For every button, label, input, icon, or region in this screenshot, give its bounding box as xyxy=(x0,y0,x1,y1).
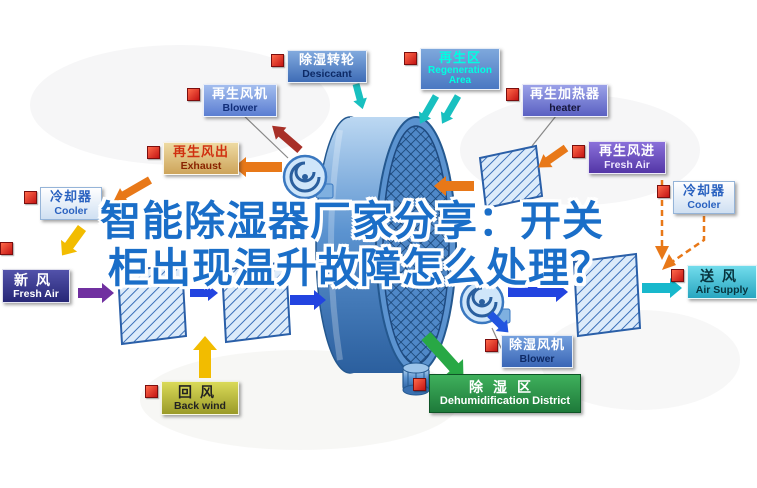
arrow-process-mid xyxy=(190,285,218,301)
heat-exchanger-supply xyxy=(572,252,642,338)
regen-fresh-en: Fresh Air xyxy=(604,158,650,171)
fresh-air-zh: 新风 xyxy=(14,272,58,288)
exhaust-en: Exhaust xyxy=(180,159,222,172)
regen-fresh-zh: 再生风进 xyxy=(598,143,655,158)
desiccant-en: Desiccant xyxy=(302,67,352,80)
label-air-supply: 送风 Air Supply xyxy=(671,265,757,300)
label-regen-heater: 再生加热器 heater xyxy=(506,84,608,117)
rotor-wheel xyxy=(315,116,457,374)
arrow-regen-area-1 xyxy=(418,94,440,124)
cooler-right-zh: 冷却器 xyxy=(682,183,725,198)
regen-blower-zh: 再生风机 xyxy=(211,86,268,101)
arrow-air-supply xyxy=(642,278,682,298)
red-marker-icon xyxy=(24,191,37,204)
red-marker-icon xyxy=(147,146,160,159)
regen-heater-en: heater xyxy=(549,101,581,114)
overlay-title-line1: 智能除湿器厂家分享：开关 xyxy=(100,198,604,244)
arrow-process-to-rotor xyxy=(290,290,326,310)
red-marker-icon xyxy=(572,145,585,158)
label-desiccant-wheel: 除湿转轮 Desiccant xyxy=(271,50,367,83)
heat-exchanger-regen-heater xyxy=(478,144,544,210)
back-wind-zh: 回风 xyxy=(178,384,222,400)
red-marker-icon xyxy=(671,269,684,282)
back-wind-en: Back wind xyxy=(174,400,226,413)
arrow-regen-area-2 xyxy=(440,94,462,124)
red-marker-icon xyxy=(506,88,519,101)
red-marker-icon xyxy=(404,52,417,65)
arrow-fresh-air-in xyxy=(78,283,114,303)
dehumid-district-zh: 除湿区 xyxy=(469,379,541,395)
fresh-air-en: Fresh Air xyxy=(13,288,59,301)
arrow-exhaust-out xyxy=(234,157,282,177)
red-marker-icon xyxy=(271,54,284,67)
regen-heater-zh: 再生加热器 xyxy=(529,86,600,101)
label-cooler-right: 冷却器 Cooler xyxy=(657,181,735,214)
label-fresh-air: 新风 Fresh Air xyxy=(2,269,70,304)
red-marker-icon xyxy=(657,185,670,198)
label-exhaust: 再生风出 Exhaust xyxy=(147,142,239,175)
arrow-dehumid-district xyxy=(421,331,464,378)
arrow-cooler-down xyxy=(60,225,87,256)
dehumid-district-en: Dehumidification District xyxy=(439,395,571,408)
regen-fan-icon xyxy=(282,154,334,200)
arrow-fan-to-exhaust xyxy=(272,125,303,154)
red-marker-icon xyxy=(145,385,158,398)
label-dehumid-district: 除湿区 Dehumidification District xyxy=(413,374,581,413)
arrow-regen-in xyxy=(538,144,569,168)
arrow-desiccant-pointer xyxy=(352,83,367,110)
dehumid-blower-zh: 除湿风机 xyxy=(508,337,565,352)
arrow-heater-to-rotor xyxy=(434,176,474,196)
cooler-right-en: Cooler xyxy=(687,198,721,211)
air-supply-en: Air Supply xyxy=(695,284,749,297)
label-regen-fresh-air: 再生风进 Fresh Air xyxy=(572,141,666,174)
arrow-exhaust-to-cooler xyxy=(113,176,152,202)
red-marker-icon xyxy=(485,339,498,352)
dehumid-blower-en: Blower xyxy=(519,352,555,365)
exhaust-zh: 再生风出 xyxy=(172,144,229,159)
regen-blower-en: Blower xyxy=(222,101,258,114)
cooler-left-zh: 冷却器 xyxy=(49,189,92,204)
label-cooler-left: 冷却器 Cooler xyxy=(24,187,102,220)
arrow-return-air xyxy=(193,336,217,378)
label-regen-area: 再生区 Regeneration Area xyxy=(404,48,500,90)
flow-arrows xyxy=(60,83,682,378)
regen-area-en: Regeneration Area xyxy=(428,64,492,87)
red-marker-icon xyxy=(413,378,426,391)
label-regen-blower: 再生风机 Blower xyxy=(187,84,277,117)
overlay-title-line2: 柜出现温升故障怎么处理？ xyxy=(108,245,612,291)
heat-exchanger-process-1 xyxy=(116,262,188,346)
heat-exchanger-process-2 xyxy=(220,260,292,344)
red-marker-icon xyxy=(187,88,200,101)
desiccant-zh: 除湿转轮 xyxy=(298,52,355,67)
label-back-wind: 回风 Back wind xyxy=(145,381,239,416)
label-dehumid-blower: 除湿风机 Blower xyxy=(485,335,573,368)
air-supply-zh: 送风 xyxy=(700,268,744,284)
arrow-to-dehumid-blower xyxy=(487,311,509,333)
overlay-title: 智能除湿器厂家分享：开关 柜出现温升故障怎么处理？ xyxy=(100,198,612,292)
cooler-left-en: Cooler xyxy=(54,204,88,217)
regen-area-zh: 再生区 xyxy=(438,50,481,65)
red-marker-icon xyxy=(0,242,13,255)
arrow-fan-to-exchanger xyxy=(508,282,568,302)
